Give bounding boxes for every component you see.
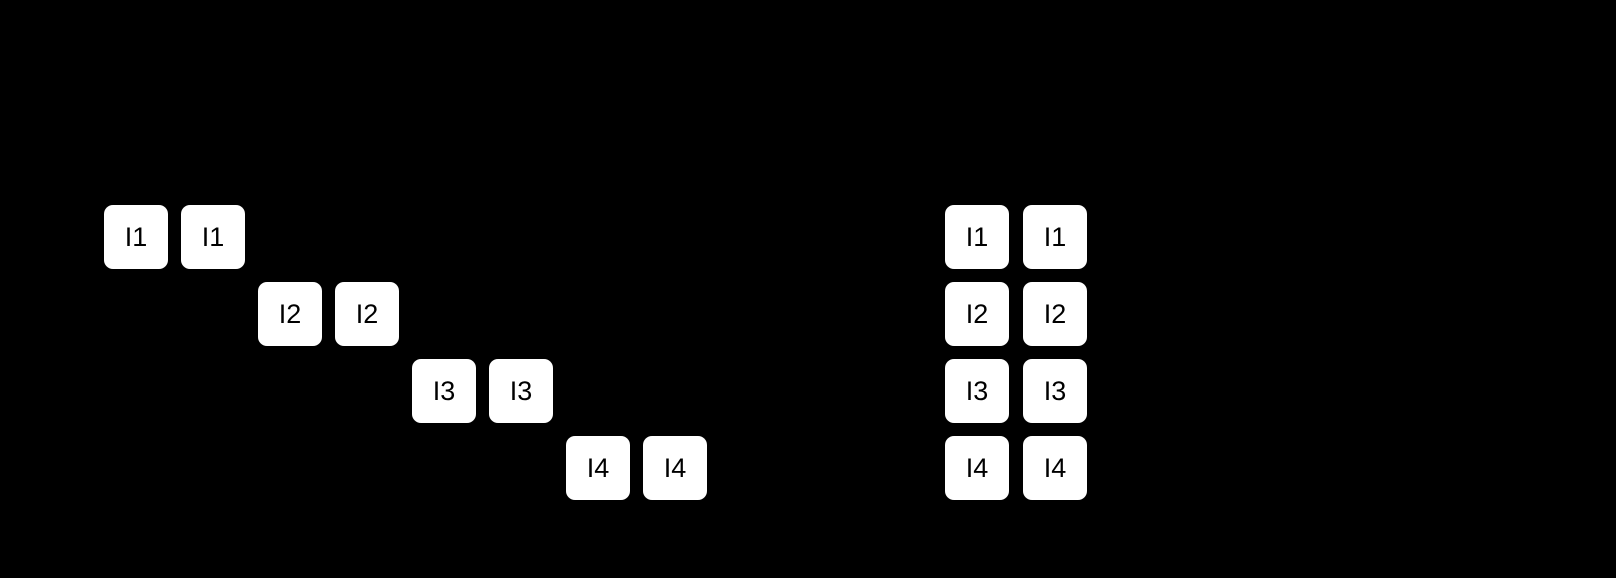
tile-i1-r1c2[interactable]: I1	[181, 205, 245, 269]
tile-label: I2	[965, 298, 989, 329]
tile-i2-r2c2[interactable]: I2	[1023, 282, 1087, 346]
tile-label: I1	[965, 221, 989, 252]
tile-i4-r4c1[interactable]: I4	[566, 436, 630, 500]
tile-label: I4	[663, 452, 687, 483]
tile-label: I1	[124, 221, 148, 252]
tile-label: I1	[201, 221, 225, 252]
tile-i2-r2c1[interactable]: I2	[258, 282, 322, 346]
tile-i2-r2c2[interactable]: I2	[335, 282, 399, 346]
tile-i3-r3c2[interactable]: I3	[1023, 359, 1087, 423]
tile-label: I3	[965, 375, 989, 406]
tile-label: I3	[509, 375, 533, 406]
tile-i3-r3c1[interactable]: I3	[945, 359, 1009, 423]
tile-label: I4	[586, 452, 610, 483]
tile-label: I4	[1043, 452, 1067, 483]
tile-label: I1	[1043, 221, 1067, 252]
tile-i1-r1c2[interactable]: I1	[1023, 205, 1087, 269]
tile-label: I2	[1043, 298, 1067, 329]
tile-i4-r4c2[interactable]: I4	[643, 436, 707, 500]
tile-label: I4	[965, 452, 989, 483]
tile-label: I2	[278, 298, 302, 329]
tile-i3-r3c2[interactable]: I3	[489, 359, 553, 423]
tile-label: I2	[355, 298, 379, 329]
tile-label: I3	[1043, 375, 1067, 406]
tile-i4-r4c2[interactable]: I4	[1023, 436, 1087, 500]
tile-i4-r4c1[interactable]: I4	[945, 436, 1009, 500]
tile-i3-r3c1[interactable]: I3	[412, 359, 476, 423]
tile-i1-r1c1[interactable]: I1	[945, 205, 1009, 269]
tile-i1-r1c1[interactable]: I1	[104, 205, 168, 269]
tile-i2-r2c1[interactable]: I2	[945, 282, 1009, 346]
tile-label: I3	[432, 375, 456, 406]
